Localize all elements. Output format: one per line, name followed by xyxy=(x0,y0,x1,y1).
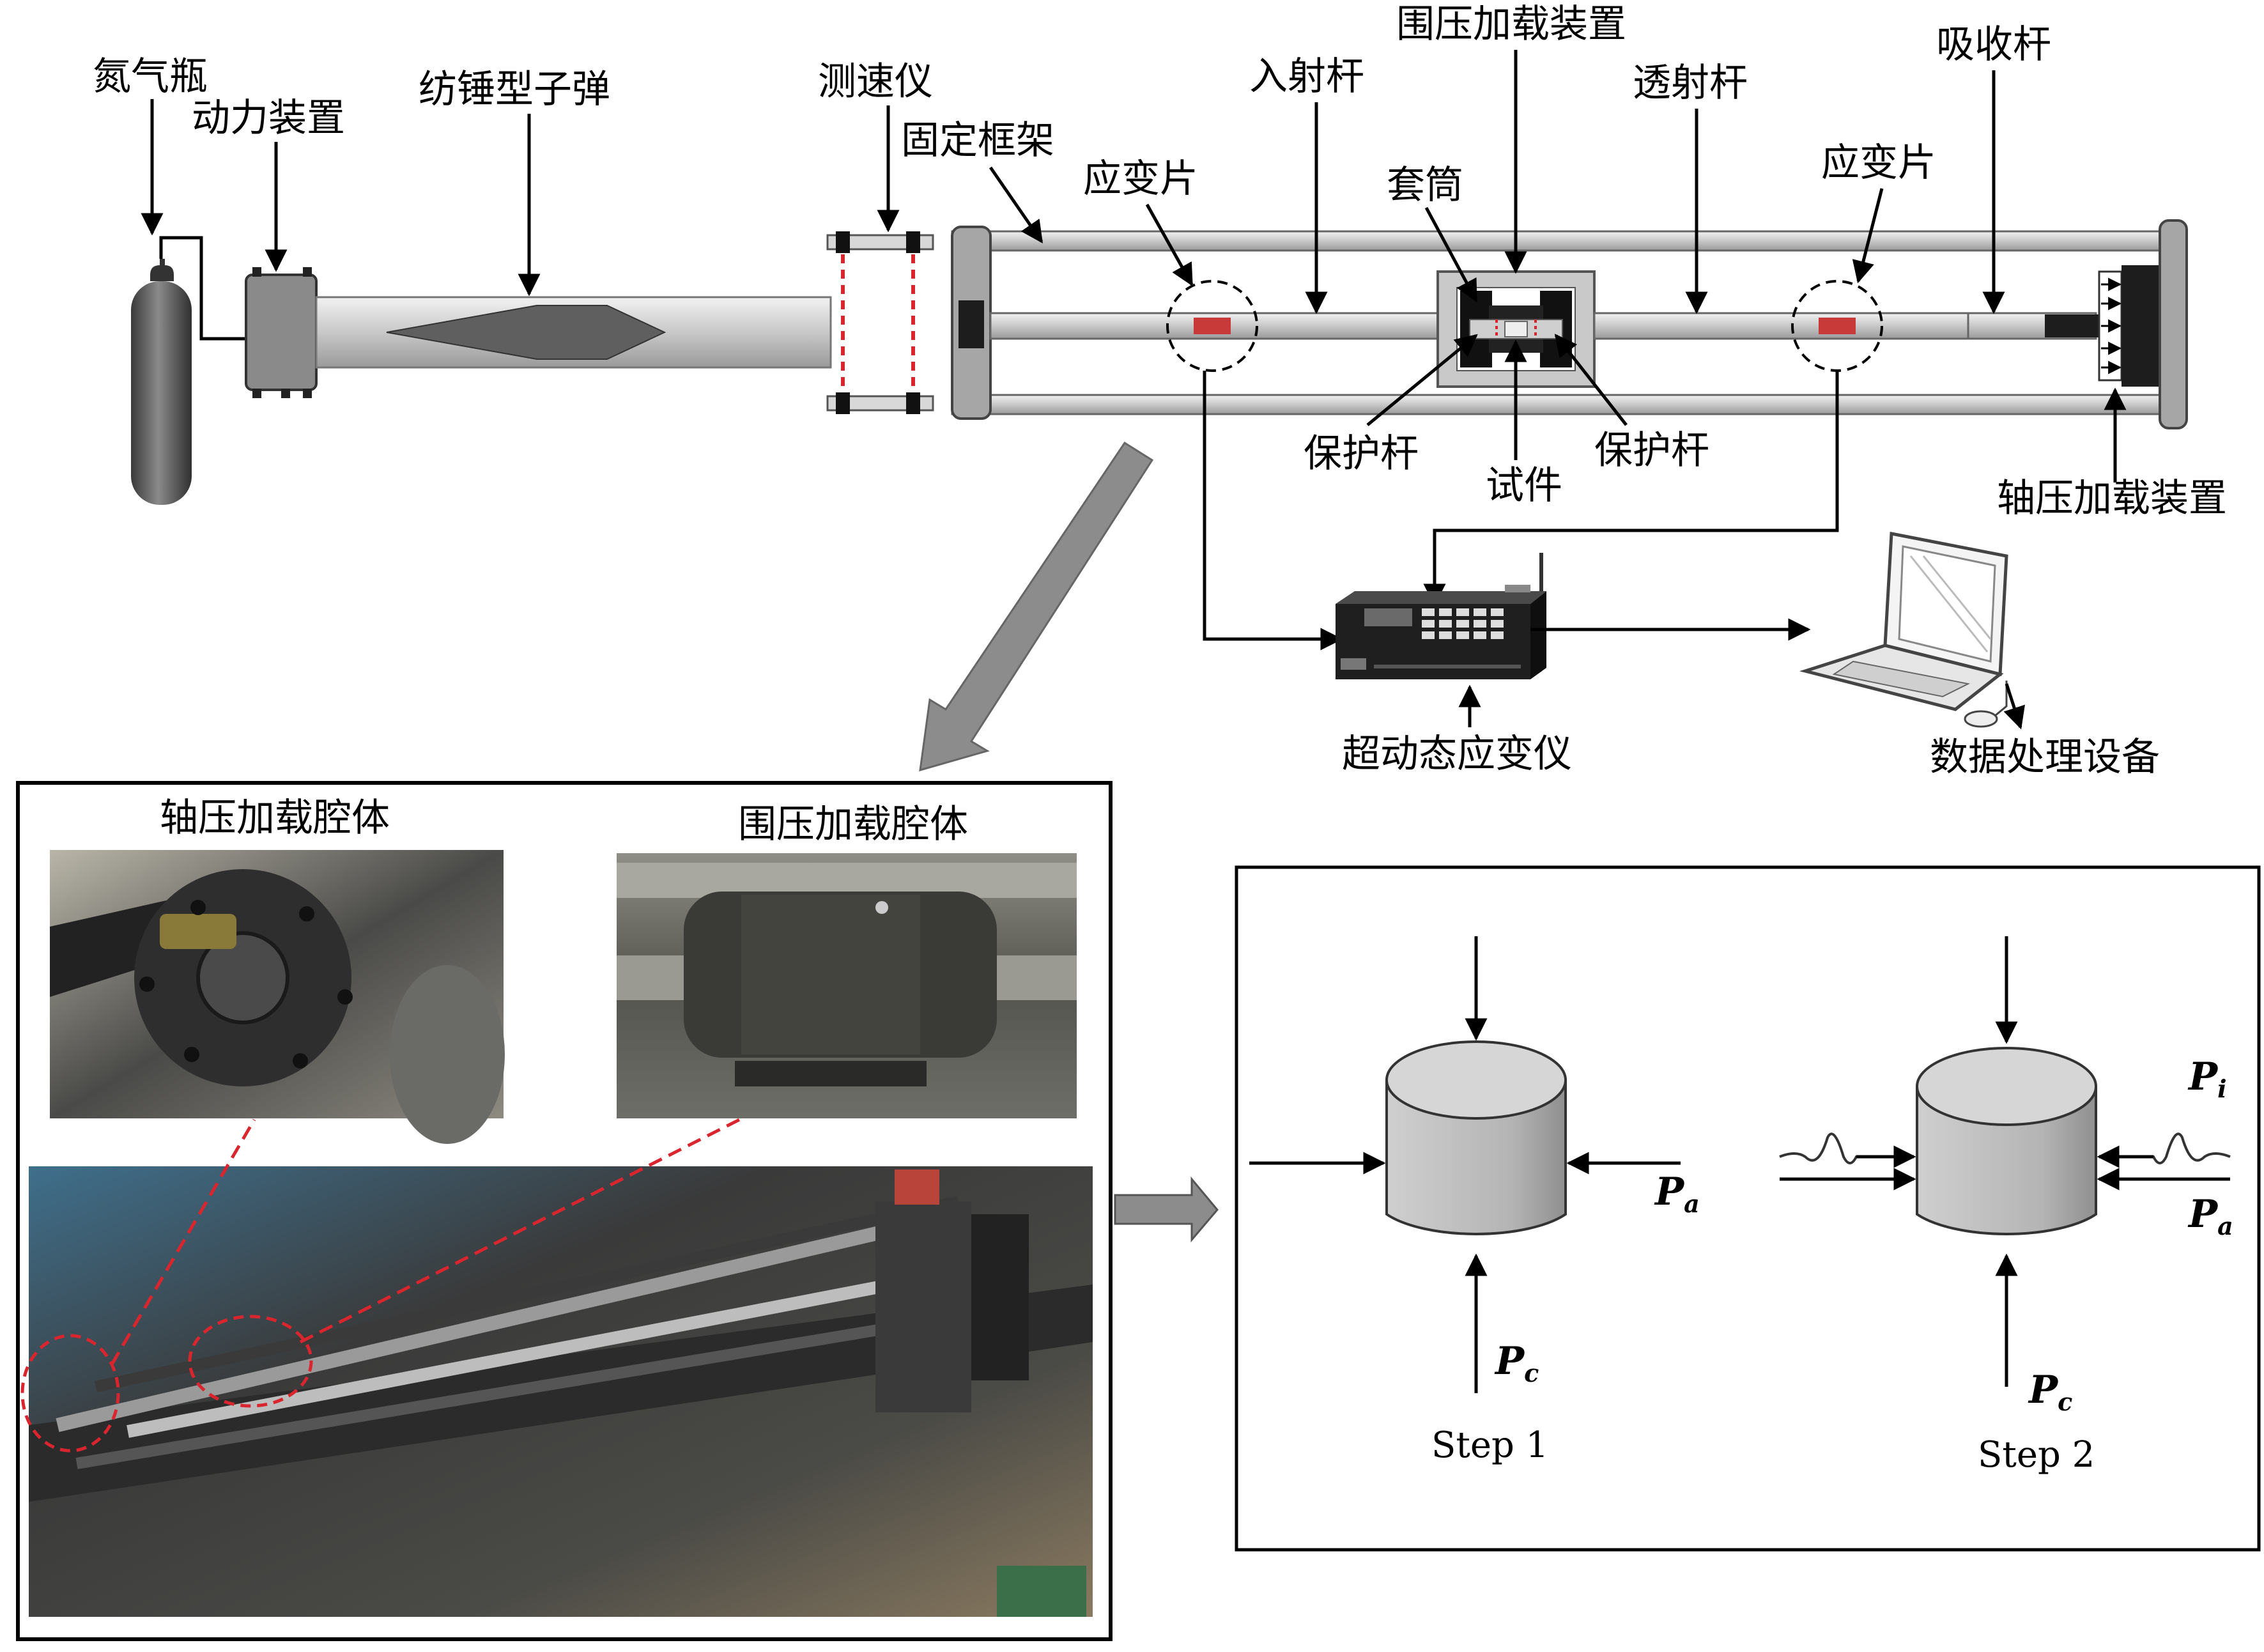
photo-confining-cavity xyxy=(617,853,1077,1118)
label-confining-cavity: 围压加载腔体 xyxy=(738,802,968,847)
strain-meter-icon xyxy=(1336,553,1546,679)
transmission-bar xyxy=(1593,312,1969,340)
label-power-unit: 动力装置 xyxy=(192,96,345,141)
label-fixed-frame: 固定框架 xyxy=(901,118,1054,163)
strain-gauge-2 xyxy=(1819,318,1856,334)
strain-gauge-marker-1 xyxy=(1166,280,1258,372)
label-step1: Step 1 xyxy=(1431,1424,1548,1466)
specimen-cylinder-step1 xyxy=(1385,1040,1567,1235)
label-absorption-bar: 吸收杆 xyxy=(1936,22,2051,67)
label-pc-step1: Pc xyxy=(1494,1339,1539,1387)
nitrogen-bottle-icon xyxy=(131,236,246,505)
label-sleeve: 套筒 xyxy=(1387,163,1463,208)
label-protection-bar-right: 保护杆 xyxy=(1594,428,1709,473)
label-protection-bar-left: 保护杆 xyxy=(1304,431,1419,476)
label-strain-meter: 超动态应变仪 xyxy=(1342,732,1572,776)
zoom-arrow-icon xyxy=(919,441,1154,772)
photo-axial-cavity xyxy=(50,850,505,1144)
label-strain-gauge-1: 应变片 xyxy=(1083,157,1198,201)
label-strain-gauge-2: 应变片 xyxy=(1821,141,1936,185)
label-axial-cavity: 轴压加载腔体 xyxy=(160,796,390,840)
label-transmission-bar: 透射杆 xyxy=(1633,61,1748,105)
label-axial-device: 轴压加载装置 xyxy=(1997,476,2227,521)
axial-loading-device-icon xyxy=(2098,219,2188,429)
photo-callouts xyxy=(20,1115,746,1453)
label-pi-step2: Pi xyxy=(2187,1054,2227,1103)
label-pc-step2: Pc xyxy=(2028,1368,2072,1416)
absorption-bar-end xyxy=(2045,314,2099,337)
label-specimen: 试件 xyxy=(1486,463,1562,508)
label-step2: Step 2 xyxy=(1978,1434,2095,1476)
strain-gauge-1 xyxy=(1194,318,1231,334)
velocimeter-icon xyxy=(826,231,934,414)
label-incident-bar: 入射杆 xyxy=(1249,54,1364,99)
laptop-icon xyxy=(1799,531,2008,728)
label-spindle-bullet: 纺锤型子弹 xyxy=(419,67,610,112)
label-data-processing: 数据处理设备 xyxy=(1930,735,2160,780)
frame-rod-bottom xyxy=(951,394,2187,415)
frame-rod-top xyxy=(951,230,2187,252)
fixed-frame-plate xyxy=(951,226,992,420)
specimen-cylinder-step2 xyxy=(1916,1047,2097,1235)
spindle-bullet-icon xyxy=(386,305,666,360)
photo-full-apparatus xyxy=(29,1166,1093,1617)
label-confining-device: 围压加载装置 xyxy=(1396,2,1626,47)
label-nitrogen-bottle: 氮气瓶 xyxy=(93,54,208,99)
signal-wire-1 xyxy=(1203,371,1343,651)
signal-wire-2 xyxy=(1423,371,1839,606)
connector-arrow-icon xyxy=(1114,1176,1219,1243)
power-unit xyxy=(245,267,318,398)
label-velocimeter: 测速仪 xyxy=(818,59,933,104)
label-pa-step1: Pa xyxy=(1654,1170,1700,1218)
label-pa-step2: Pa xyxy=(2187,1192,2233,1240)
